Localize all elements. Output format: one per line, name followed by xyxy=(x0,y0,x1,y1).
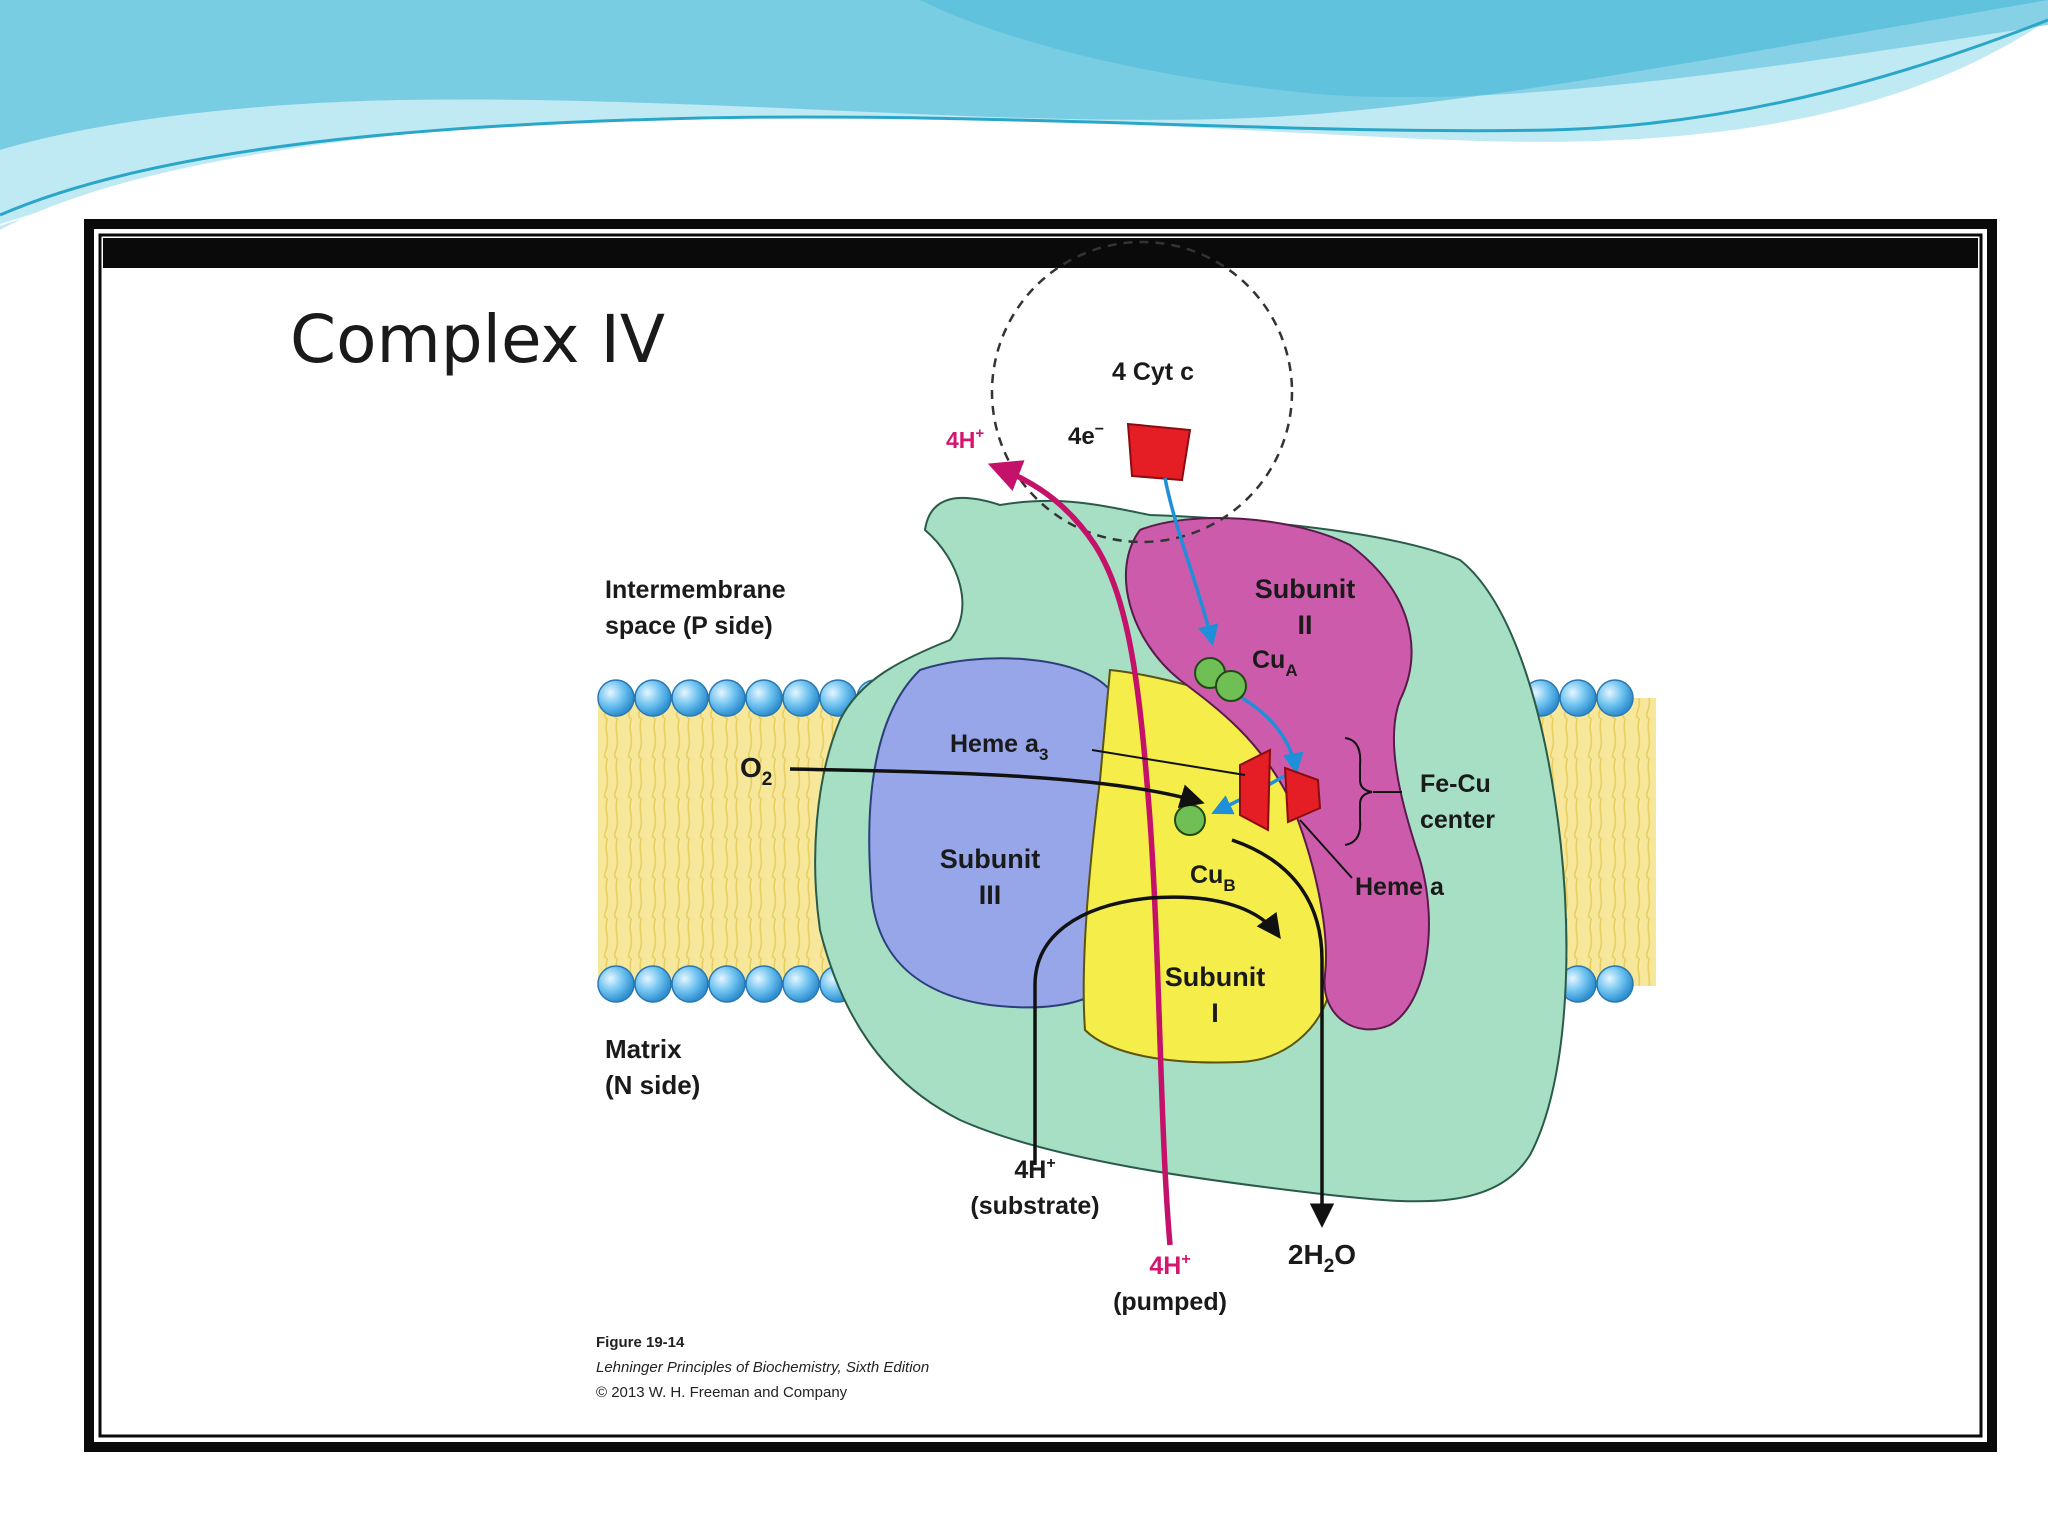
lipid-head xyxy=(708,679,746,717)
heme-a-label: Heme a xyxy=(1355,873,1445,901)
heme-a3-leader xyxy=(1091,749,1246,776)
subunit-i-label-2: I xyxy=(1211,998,1219,1028)
intermembrane-label-2: space (P side) xyxy=(605,612,773,640)
lipid-head xyxy=(671,965,709,1003)
subunit-ii-label-1: Subunit xyxy=(1255,574,1355,604)
caption-figure: Figure 19-14 xyxy=(596,1334,685,1351)
fecu-label-2: center xyxy=(1420,806,1495,834)
lipid-head xyxy=(782,965,820,1003)
heme-a3-label: Heme a3 xyxy=(950,730,1048,764)
lipid-head xyxy=(708,965,746,1003)
electron-path-to-heme-a xyxy=(1231,690,1304,775)
lipid-head xyxy=(1596,965,1634,1003)
header-wave xyxy=(0,0,2048,230)
pumped-label: (pumped) xyxy=(1113,1288,1227,1316)
subunit-ii-label-2: II xyxy=(1297,610,1312,640)
lipid-head xyxy=(1596,679,1634,717)
cu-b-center xyxy=(1174,804,1206,836)
cytochrome-c-boundary xyxy=(990,240,1294,544)
fecu-label-1: Fe-Cu xyxy=(1420,770,1491,798)
cu-a-label: CuA xyxy=(1252,646,1298,680)
electron-path-to-cua xyxy=(1163,477,1219,647)
cu-b-label: CuB xyxy=(1190,861,1236,895)
caption-copyright: © 2013 W. H. Freeman and Company xyxy=(596,1384,848,1401)
fecu-bracket xyxy=(1344,737,1373,846)
subunit-iii-label-2: III xyxy=(979,880,1002,910)
heme-a-shape xyxy=(1283,766,1322,824)
lipid-head xyxy=(597,965,635,1003)
substrate-proton-arrow xyxy=(1033,895,1281,1165)
matrix-label-2: (N side) xyxy=(605,1070,700,1100)
heme-a3-shape xyxy=(1239,748,1272,832)
lipid-head xyxy=(745,965,783,1003)
caption-book: Lehninger Principles of Biochemistry, Si… xyxy=(596,1359,929,1376)
lipid-head xyxy=(671,679,709,717)
cytochrome-c-region xyxy=(990,240,1294,544)
cu-a-center xyxy=(1194,657,1247,702)
oxygen-arrow xyxy=(789,767,1205,809)
lipid-head xyxy=(1559,679,1597,717)
subunit-i-label-1: Subunit xyxy=(1165,962,1265,992)
pumped-proton-path xyxy=(987,460,1173,1246)
lipid-head xyxy=(745,679,783,717)
electrons-label: 4e− xyxy=(1068,421,1104,450)
lipid-head xyxy=(597,679,635,717)
lipid-head xyxy=(634,679,672,717)
subunit-iii-label-1: Subunit xyxy=(940,844,1040,874)
water-label: 2H2O xyxy=(1288,1239,1356,1277)
heme-a-leader xyxy=(1299,819,1353,879)
lipid-head xyxy=(634,965,672,1003)
o2-label: O2 xyxy=(740,752,772,790)
intermembrane-label-1: Intermembrane xyxy=(605,576,786,604)
slide-title: Complex IV xyxy=(290,301,665,378)
matrix-label-1: Matrix xyxy=(605,1034,682,1064)
water-release-arrow xyxy=(1231,838,1335,1228)
pumped-proton-label: 4H+ xyxy=(1149,1251,1190,1280)
substrate-proton-label: 4H+ xyxy=(1014,1155,1055,1184)
substrate-label: (substrate) xyxy=(970,1192,1099,1220)
cytochrome-c-heme xyxy=(1126,422,1192,482)
top-proton-label: 4H+ xyxy=(946,425,984,453)
cyt-c-label: 4 Cyt c xyxy=(1112,358,1194,386)
lipid-head xyxy=(782,679,820,717)
